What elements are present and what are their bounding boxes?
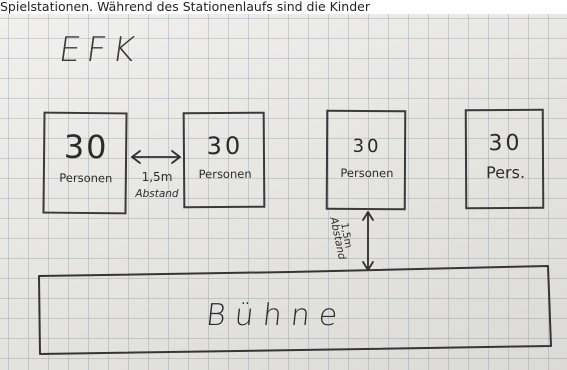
- group-box-2: 30 Personen: [182, 111, 266, 209]
- group-label-2: Personen: [198, 166, 252, 182]
- group-box-3: 30 Personen: [325, 109, 407, 211]
- group-label-1: Personen: [59, 170, 113, 186]
- horizontal-distance-word: Abstand: [135, 188, 179, 200]
- group-count-4: 30: [488, 130, 523, 157]
- diagram-title: EFK: [56, 30, 144, 70]
- horizontal-distance-value: 1,5m: [141, 170, 173, 184]
- group-count-3: 30: [352, 135, 382, 158]
- group-label-4: Pers.: [486, 162, 526, 183]
- group-count-1: 30: [63, 127, 109, 167]
- group-count-2: 30: [206, 131, 244, 161]
- group-label-3: Personen: [340, 165, 394, 181]
- stage-label: Bühne: [204, 298, 349, 333]
- group-box-4: 30 Pers.: [464, 108, 545, 210]
- cropped-caption-text: Spielstationen. Während des Stationenlau…: [0, 0, 567, 14]
- group-box-1: 30 Personen: [42, 111, 128, 215]
